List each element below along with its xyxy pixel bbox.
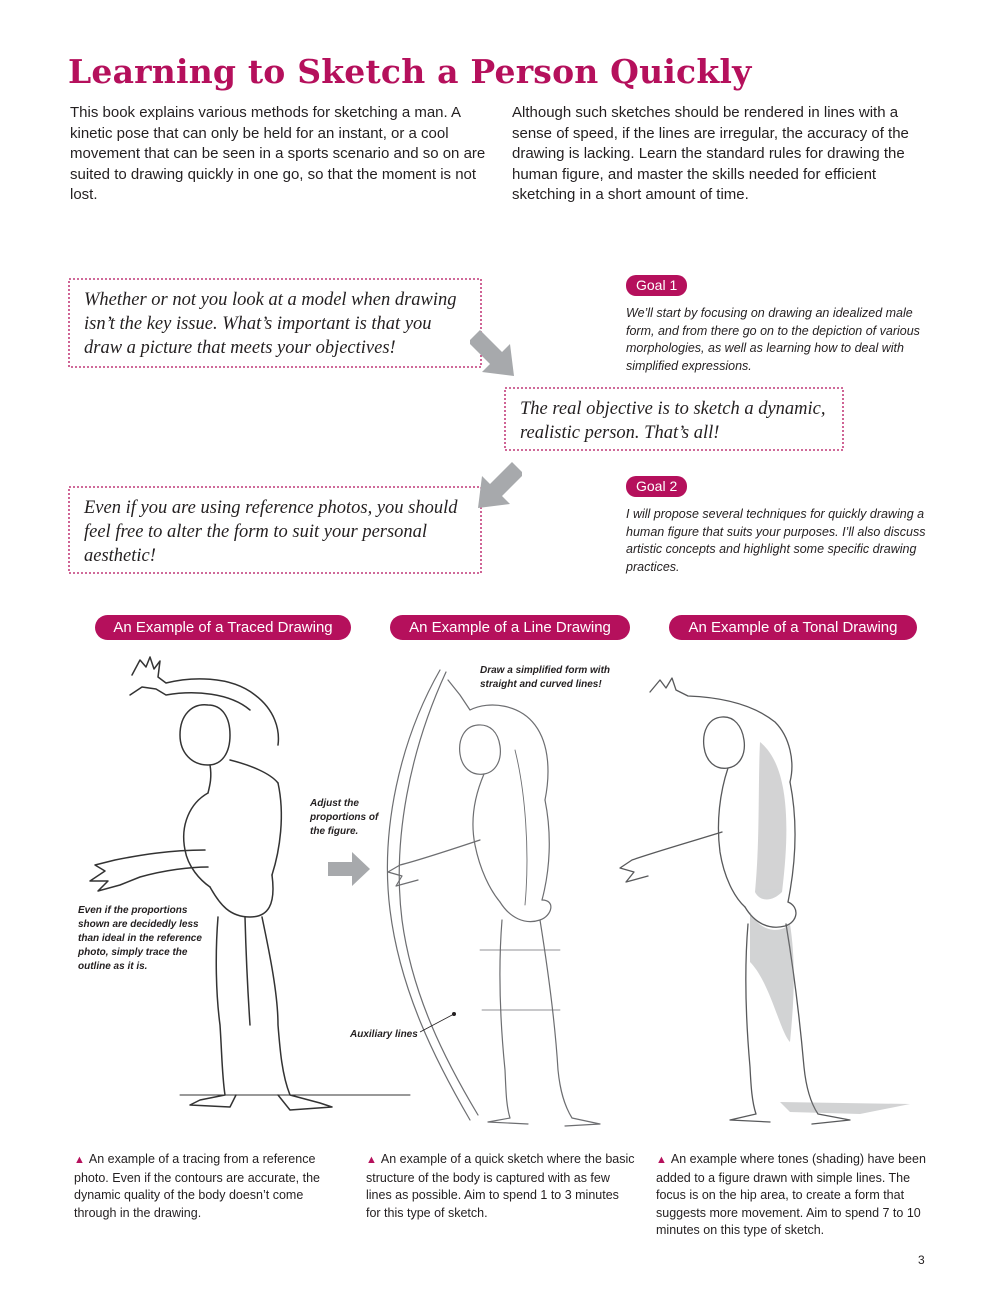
triangle-bullet-icon: ▲: [74, 1154, 85, 1166]
intro-right-paragraph: Although such sketches should be rendere…: [512, 104, 909, 203]
annotation-trace-outline: Even if the proportions shown are decide…: [78, 905, 202, 972]
section-tonal-drawing: An Example of a Tonal Drawing: [669, 615, 917, 640]
caption-traced: ▲An example of a tracing from a referenc…: [74, 1152, 320, 1220]
goal-2-badge: Goal 2: [626, 476, 688, 497]
section-traced-drawing: An Example of a Traced Drawing: [95, 615, 351, 640]
quote-text: The real objective is to sketch a dynami…: [520, 399, 826, 443]
goal-1-text: We’ll start by focusing on drawing an id…: [626, 306, 920, 373]
quote-box-model: Whether or not you look at a model when …: [68, 278, 482, 368]
section-line-drawing: An Example of a Line Drawing: [390, 615, 630, 640]
annotation-adjust-proportions: Adjust the proportions of the figure.: [310, 798, 379, 837]
triangle-bullet-icon: ▲: [656, 1154, 667, 1166]
quote-text: Whether or not you look at a model when …: [84, 290, 457, 358]
wavy-frame: [504, 387, 844, 451]
annotation-pointer-line: [419, 1012, 456, 1033]
tonal-figure-drawing: [619, 677, 910, 1125]
intro-left-paragraph: This book explains various methods for s…: [70, 104, 486, 203]
annotation-simplified-form: Draw a simplified form with straight and…: [480, 665, 611, 690]
triangle-bullet-icon: ▲: [366, 1154, 377, 1166]
traced-figure-drawing: [89, 656, 411, 1111]
page-number: 3: [918, 1253, 925, 1267]
caption-line: ▲An example of a quick sketch where the …: [366, 1152, 635, 1220]
arrow-down-left-icon: [478, 462, 522, 508]
goal-1-badge: Goal 1: [626, 275, 688, 296]
annotation-auxiliary-lines: Auxiliary lines: [350, 1029, 418, 1040]
goal-2-text: I will propose several techniques for qu…: [626, 507, 926, 574]
line-sketch-figure-drawing: [386, 669, 601, 1127]
arrow-right-icon: [328, 852, 370, 886]
caption-tonal: ▲An example where tones (shading) have b…: [656, 1152, 926, 1237]
quote-text: Even if you are using reference photos, …: [84, 498, 458, 566]
quote-box-objective: The real objective is to sketch a dynami…: [504, 387, 844, 451]
quote-box-reference: Even if you are using reference photos, …: [68, 486, 482, 574]
arrow-down-right-icon: [470, 330, 514, 376]
wavy-frame: [68, 486, 482, 574]
wavy-frame: [68, 278, 482, 368]
page-title: Learning to Sketch a Person Quickly: [68, 52, 752, 91]
